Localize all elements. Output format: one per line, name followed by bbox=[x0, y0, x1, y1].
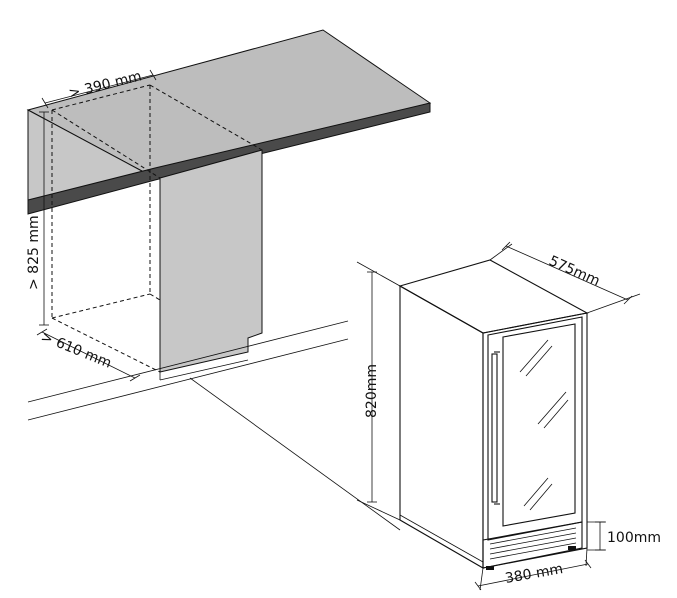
countertop-front-edge bbox=[27, 102, 431, 215]
cooler-glass-pane bbox=[502, 323, 576, 527]
appliance-depth-label: 575mm bbox=[546, 253, 602, 290]
plinth-height-label: 100mm bbox=[607, 530, 661, 546]
appliance-width-label: 380 mm bbox=[504, 561, 564, 587]
appliance-height-label: 820mm bbox=[364, 364, 380, 418]
niche-dimension-lines bbox=[36, 69, 157, 382]
cabinet-side-panel bbox=[159, 149, 263, 373]
cooler-plinth bbox=[482, 521, 583, 569]
wine-cooler bbox=[398, 259, 589, 570]
countertop bbox=[26, 29, 432, 215]
floor-line-2 bbox=[27, 338, 349, 421]
floor bbox=[27, 320, 401, 531]
appliance-dimension-lines bbox=[356, 241, 641, 591]
cooler-door-frame bbox=[487, 316, 583, 541]
floor-line-1 bbox=[27, 320, 349, 403]
cooler-front bbox=[482, 312, 588, 569]
projection-line bbox=[189, 377, 401, 531]
niche-outline bbox=[51, 84, 263, 373]
cooler-foot-right bbox=[568, 546, 576, 550]
side-panel-face bbox=[159, 149, 263, 373]
niche-depth-label: > 610 mm bbox=[39, 329, 114, 372]
panel-base bbox=[159, 359, 249, 381]
cooler-side bbox=[399, 285, 484, 569]
niche-height-label: > 825 mm bbox=[26, 215, 42, 290]
cooler-foot-left bbox=[486, 566, 494, 570]
cooler-door-handle[interactable] bbox=[491, 353, 498, 503]
